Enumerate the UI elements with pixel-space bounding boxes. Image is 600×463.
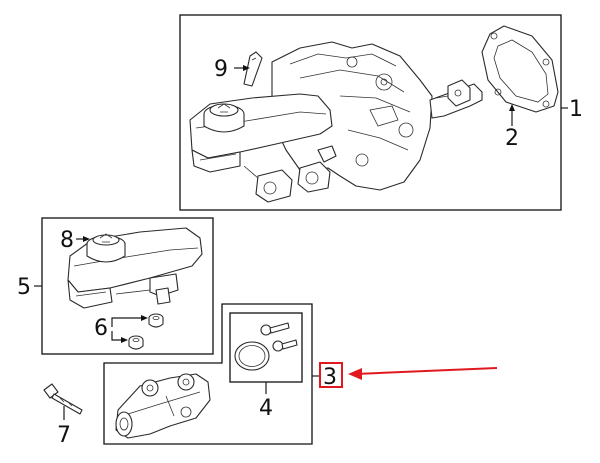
highlight-arrow-line <box>355 367 498 375</box>
callout-7: 7 <box>57 423 71 448</box>
callout-8: 8 <box>60 228 74 253</box>
fluid-reservoir-icon <box>67 227 203 309</box>
callout-6-arrowhead-a <box>141 315 148 321</box>
callout-6: 6 <box>94 316 108 341</box>
assembly-box <box>179 14 562 211</box>
callout-5: 5 <box>17 275 31 300</box>
cylinder-box <box>103 303 313 445</box>
callout-6-leader-a <box>111 317 144 327</box>
seal-ring-and-bolts-icon <box>234 322 298 371</box>
callout-8-arrowhead <box>83 236 90 242</box>
master-cylinder-body-icon <box>115 373 211 439</box>
callout-3-highlight-box <box>319 362 343 388</box>
bracket-clip-icon <box>243 51 263 87</box>
callout-6-arrowhead-b <box>121 337 128 343</box>
gasket-icon <box>481 25 559 113</box>
callout-4: 4 <box>259 396 273 421</box>
callout-3: 3 <box>323 365 337 390</box>
callout-2-arrowhead <box>509 104 515 111</box>
callout-6-leader-b <box>111 331 124 341</box>
callout-9-arrowhead <box>243 65 250 71</box>
grommet-icon <box>128 313 164 350</box>
reservoir-cap-icon <box>86 233 126 263</box>
highlight-arrow-head <box>348 368 362 380</box>
callout-1: 1 <box>569 97 583 122</box>
callout-2: 2 <box>505 126 519 151</box>
brake-master-cylinder-booster-icon <box>189 41 483 203</box>
sensor-pin-icon <box>43 383 83 415</box>
callout-9: 9 <box>214 57 228 82</box>
